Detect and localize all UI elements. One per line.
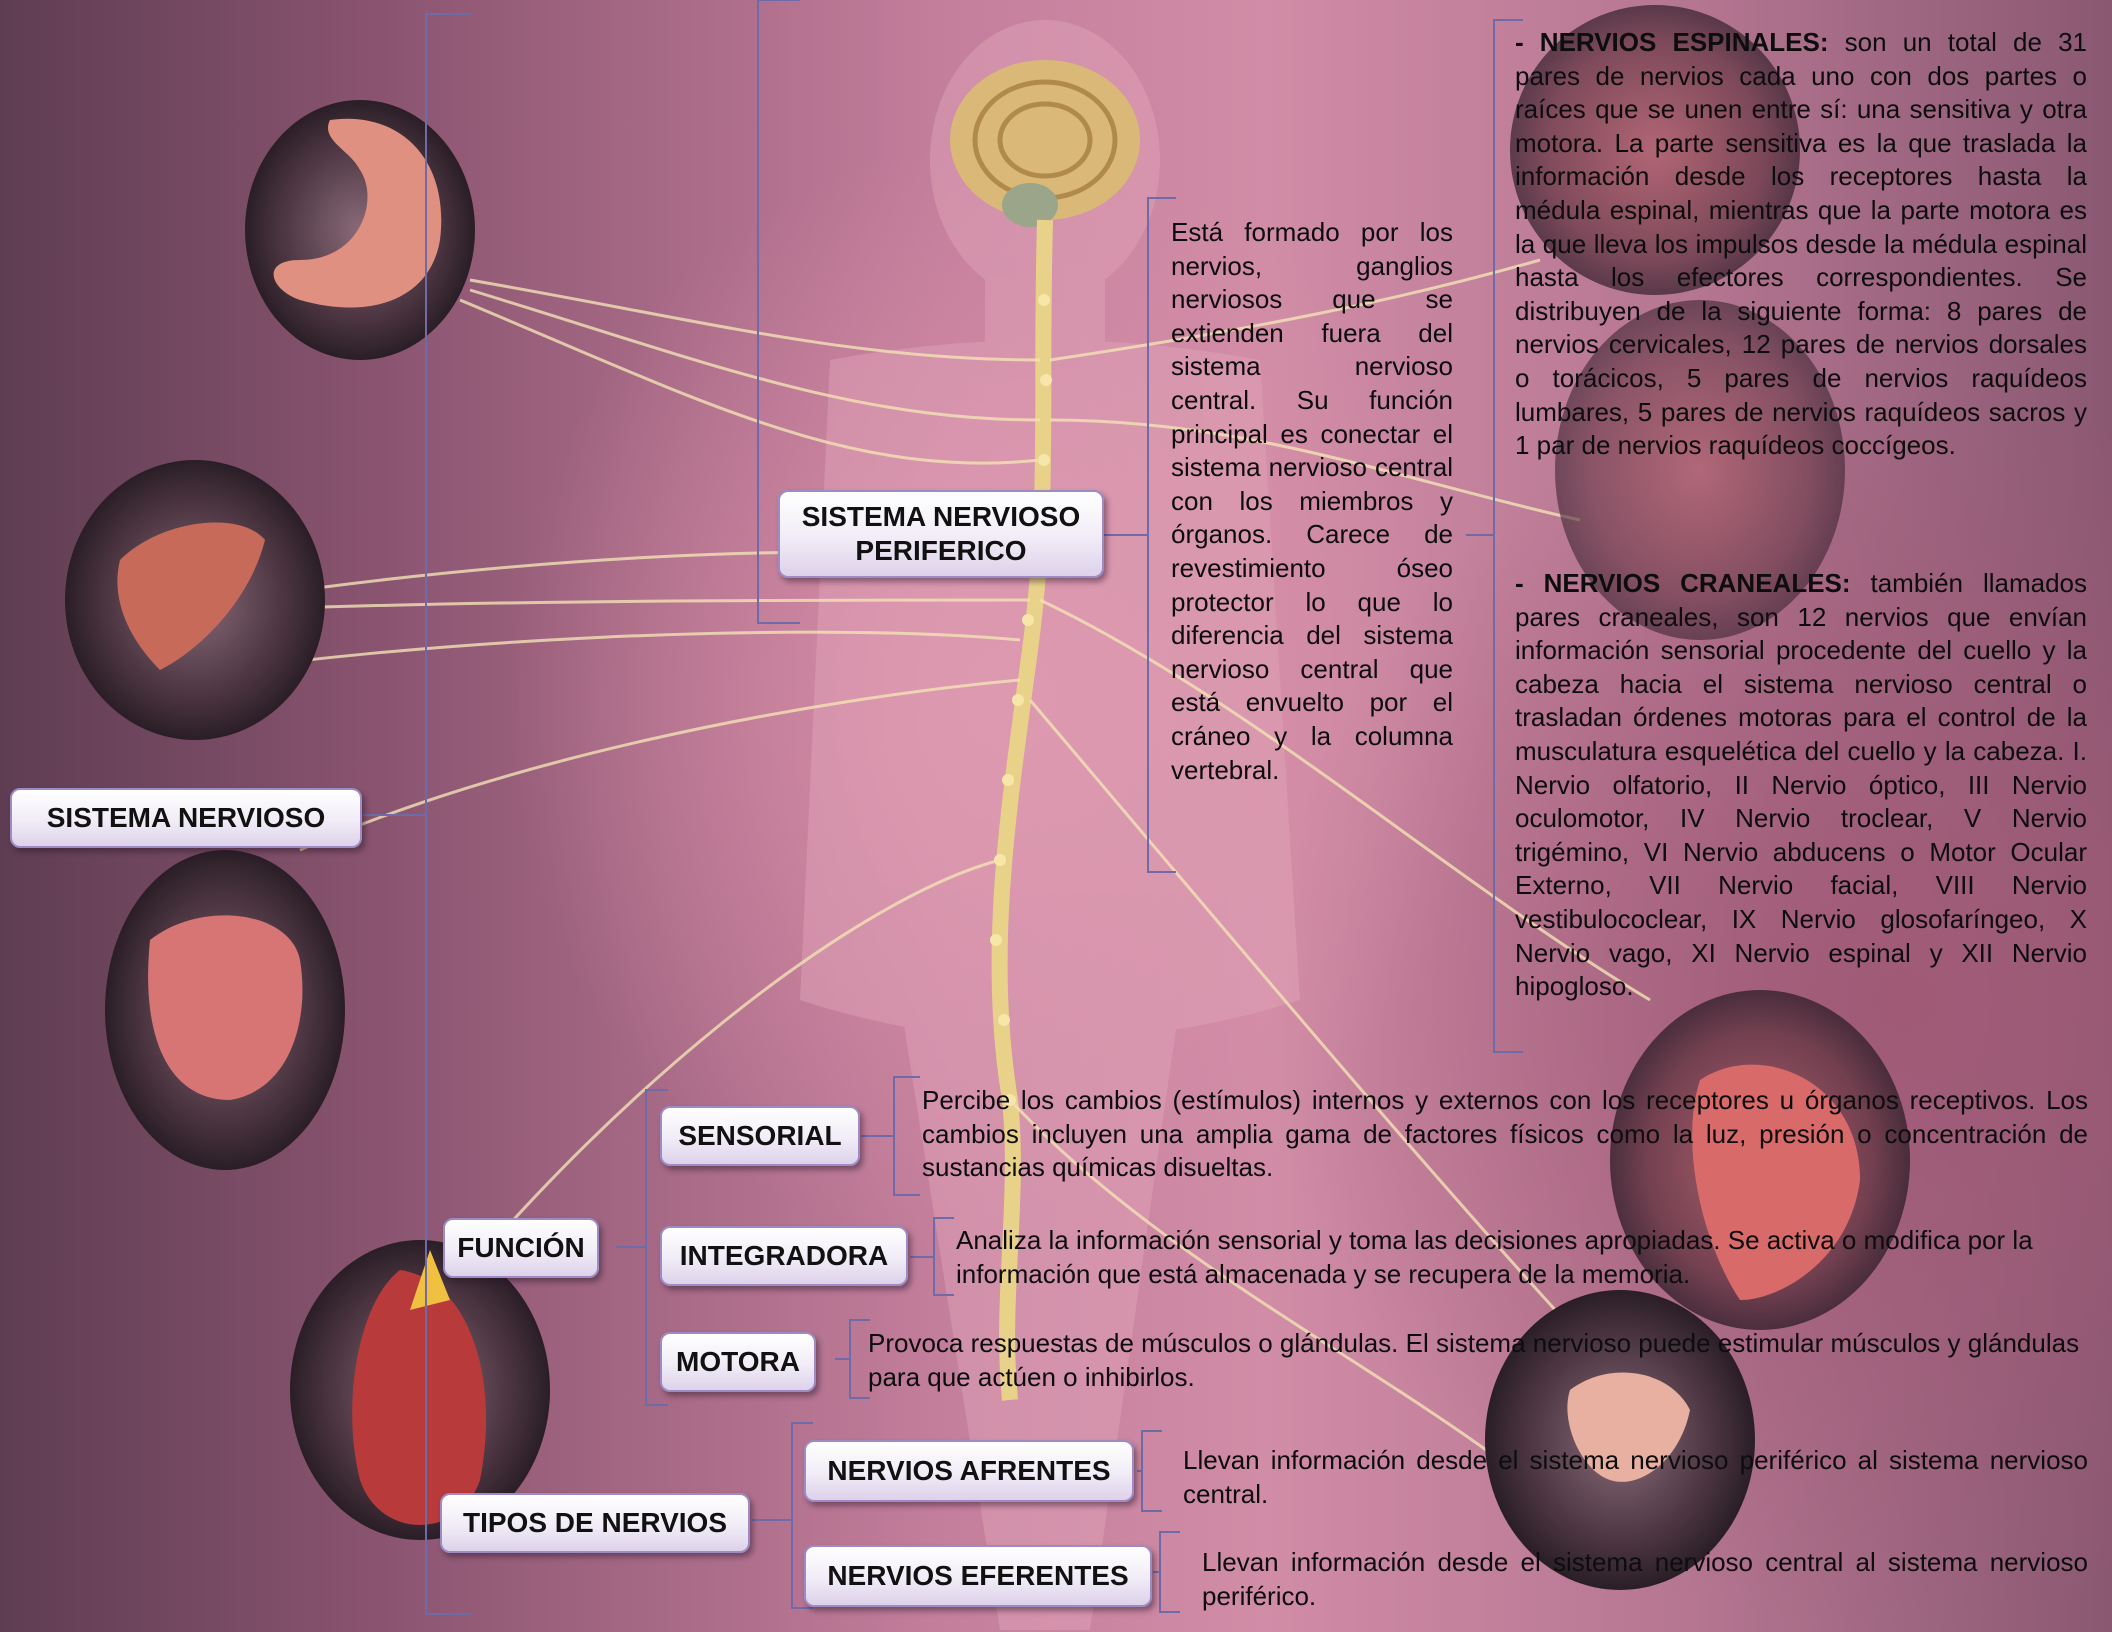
- stomach-vignette: [245, 100, 475, 360]
- sensorial-text: Percibe los cambios (estímulos) internos…: [922, 1084, 2088, 1185]
- espinales-block: - NERVIOS ESPINALES: son un total de 31 …: [1515, 26, 2087, 463]
- root-node-label: SISTEMA NERVIOSO: [47, 801, 326, 835]
- eferentes-label: NERVIOS EFERENTES: [827, 1559, 1128, 1593]
- sensorial-label: SENSORIAL: [678, 1119, 841, 1153]
- liver-vignette: [65, 460, 325, 740]
- tipos-node: TIPOS DE NERVIOS: [440, 1493, 750, 1553]
- afrentes-label: NERVIOS AFRENTES: [827, 1454, 1110, 1488]
- sensorial-node: SENSORIAL: [660, 1106, 860, 1166]
- integradora-node: INTEGRADORA: [660, 1226, 908, 1286]
- intestine-vignette: [105, 850, 345, 1170]
- periferico-description: Está formado por los nervios, ganglios n…: [1171, 216, 1453, 787]
- tipos-label: TIPOS DE NERVIOS: [463, 1506, 727, 1540]
- periferico-label-line1: SISTEMA NERVIOSO: [802, 500, 1081, 534]
- craneales-text: también llamados pares craneales, son 12…: [1515, 568, 2087, 1001]
- periferico-node: SISTEMA NERVIOSO PERIFERICO: [778, 490, 1104, 578]
- craneales-heading: - NERVIOS CRANEALES:: [1515, 568, 1851, 598]
- integradora-label: INTEGRADORA: [680, 1239, 888, 1273]
- eferentes-node: NERVIOS EFERENTES: [804, 1545, 1152, 1607]
- periferico-label-line2: PERIFERICO: [855, 534, 1026, 568]
- root-node-sistema-nervioso: SISTEMA NERVIOSO: [10, 788, 362, 848]
- afrentes-node: NERVIOS AFRENTES: [804, 1440, 1134, 1502]
- funcion-label: FUNCIÓN: [457, 1231, 585, 1265]
- motora-text: Provoca respuestas de músculos o glándul…: [868, 1327, 2088, 1394]
- motora-label: MOTORA: [676, 1345, 800, 1379]
- motora-node: MOTORA: [660, 1332, 816, 1392]
- espinales-heading: - NERVIOS ESPINALES:: [1515, 27, 1829, 57]
- espinales-text: son un total de 31 pares de nervios cada…: [1515, 27, 2087, 460]
- funcion-node: FUNCIÓN: [443, 1218, 599, 1278]
- afrentes-text: Llevan información desde el sistema nerv…: [1183, 1444, 2088, 1511]
- eferentes-text: Llevan información desde el sistema nerv…: [1202, 1546, 2088, 1613]
- integradora-text: Analiza la información sensorial y toma …: [956, 1224, 2094, 1291]
- craneales-block: - NERVIOS CRANEALES: también llamados pa…: [1515, 567, 2087, 1004]
